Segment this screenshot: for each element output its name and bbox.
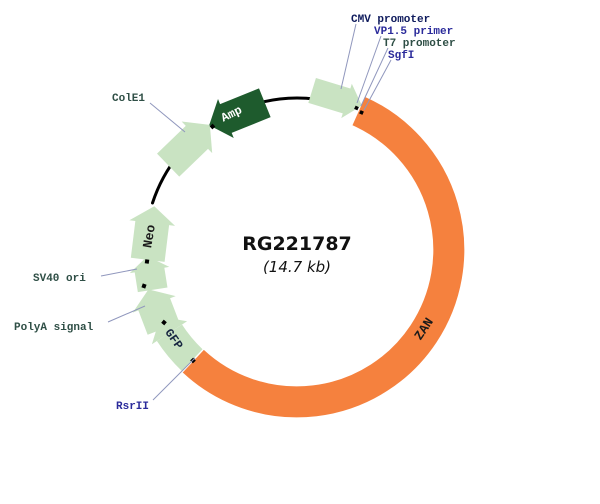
sv40-ori-label: SV40 ori: [33, 273, 86, 285]
sgfi-leader-line: [363, 59, 392, 111]
site-tick: [161, 319, 167, 326]
site-tick: [209, 123, 216, 130]
sgfi-site-label: SgfI: [388, 50, 414, 62]
cole1-label: ColE1: [112, 93, 145, 105]
cole1-arrow: [157, 121, 213, 177]
rsrii-site-label: RsrII: [116, 401, 149, 413]
neo-gene-label: Neo: [140, 223, 159, 249]
vp15-leader-line: [356, 35, 382, 104]
sv40-arrow: [129, 256, 170, 293]
sgfi-site-tick: [359, 110, 364, 115]
t7-promoter-label: T7 promoter: [383, 38, 456, 50]
vp15-primer-label: VP1.5 primer: [374, 26, 453, 38]
polya-leader-line: [107, 305, 146, 323]
cmv-leader-line: [340, 23, 357, 90]
plasmid-name: RG221787: [242, 233, 352, 255]
cmv-arrow: [308, 77, 362, 119]
polya-signal-label: PolyA signal: [14, 322, 94, 334]
t7-site-tick: [354, 105, 359, 111]
cmv-promoter-label: CMV promoter: [351, 14, 430, 26]
site-tick: [144, 259, 150, 264]
polya-arrow: [132, 289, 180, 335]
neo-arrow: [129, 206, 176, 262]
cole1-leader-line: [149, 102, 186, 133]
plasmid-size: (14.7 kb): [263, 258, 331, 276]
rsrii-leader-line: [152, 357, 196, 401]
t7-leader-line: [360, 47, 389, 107]
backbone-arc-top: [261, 96, 317, 104]
sv40-leader-line: [100, 268, 138, 277]
zan-insert-arc: [182, 96, 465, 418]
amp-arrow: [209, 88, 271, 138]
site-tick: [141, 283, 147, 289]
